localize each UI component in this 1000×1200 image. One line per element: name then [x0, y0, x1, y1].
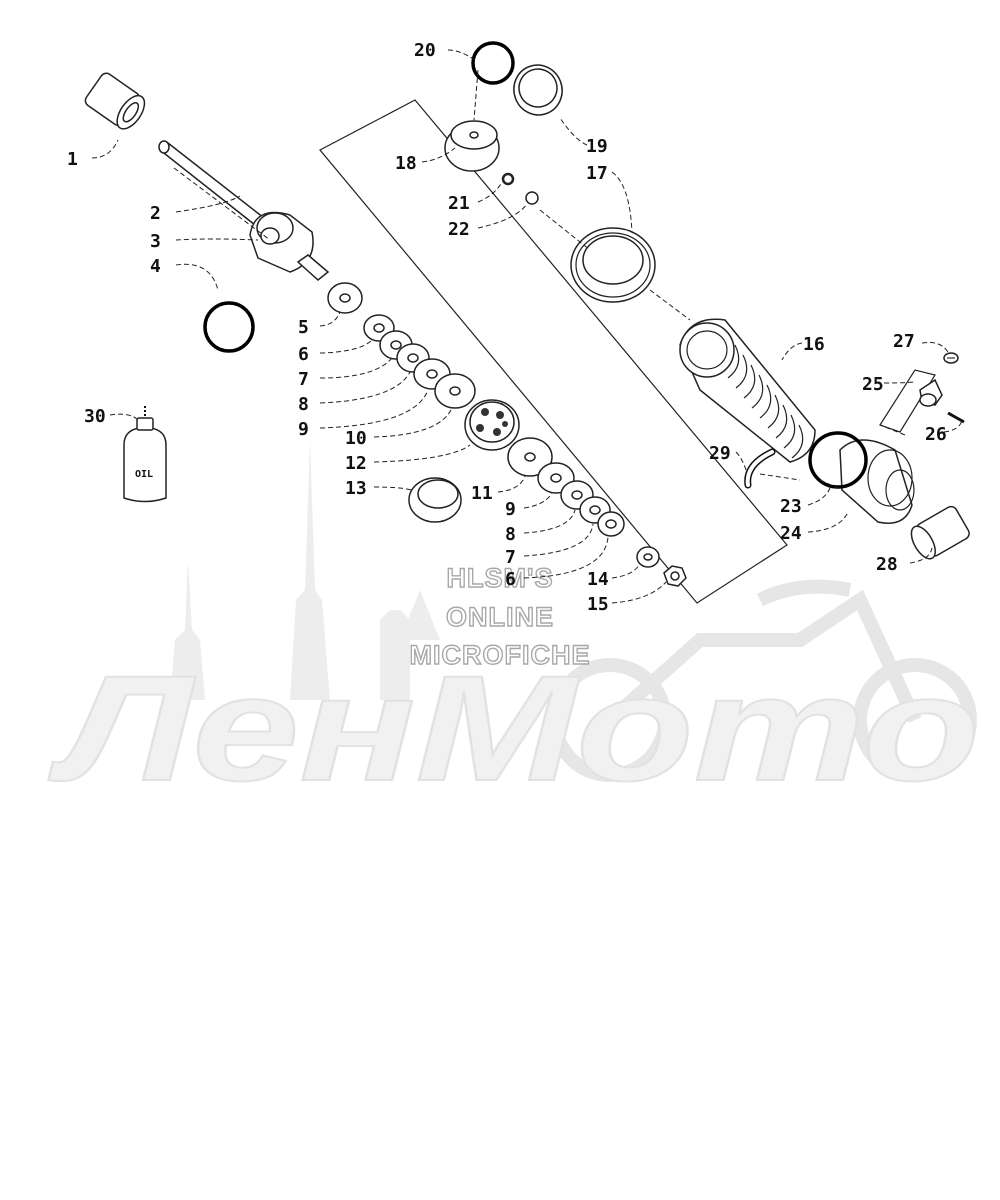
leader-lines	[91, 49, 963, 604]
callout-11: 11	[471, 483, 493, 504]
callout-9: 9	[298, 419, 309, 440]
part-22-check-ball	[525, 191, 539, 205]
callout-16: 16	[803, 334, 825, 355]
callout-6-lower: 6	[505, 569, 516, 590]
callout-5: 5	[298, 317, 309, 338]
callout-9-lower: 9	[505, 499, 516, 520]
callout-8: 8	[298, 394, 309, 415]
callout-2: 2	[150, 203, 161, 224]
part-11-washer	[507, 437, 553, 477]
part-3-eyelet	[249, 211, 330, 281]
part-15-nut	[663, 565, 687, 587]
assembly-outline	[319, 99, 788, 604]
callout-22: 22	[448, 219, 470, 240]
callout-4: 4	[150, 256, 161, 277]
part-26-pin	[947, 411, 965, 424]
center-lines	[173, 69, 906, 491]
callout-7-lower: 7	[505, 547, 516, 568]
callout-27: 27	[893, 331, 915, 352]
callout-12: 12	[345, 453, 367, 474]
callout-29: 29	[709, 443, 731, 464]
callout-3: 3	[150, 231, 161, 252]
callout-1: 1	[67, 149, 78, 170]
part-28-bushing	[910, 505, 970, 560]
callout-24: 24	[780, 523, 802, 544]
callout-6: 6	[298, 344, 309, 365]
callout-19: 19	[586, 136, 608, 157]
callout-25: 25	[862, 374, 884, 395]
watermark-line-2: ONLINE	[446, 602, 554, 632]
part-16-bellows	[679, 318, 816, 463]
watermark-logo-text: ЛенМото	[47, 644, 980, 812]
part-6-lower-shim	[597, 511, 625, 537]
part-18-reservoir-cap	[444, 120, 500, 172]
part-25-valve-body	[879, 369, 943, 433]
skyline-silhouette	[170, 440, 440, 700]
part-27-screw	[943, 352, 959, 364]
callout-15: 15	[587, 594, 609, 615]
callout-14: 14	[587, 569, 609, 590]
callout-23: 23	[780, 496, 802, 517]
callout-30: 30	[84, 406, 106, 427]
part-23-o-ring	[808, 431, 868, 489]
part-13-piston-band	[408, 477, 462, 523]
watermark-line-1: HLSM'S	[447, 563, 554, 593]
callout-13: 13	[345, 478, 367, 499]
motorcycle-silhouette	[548, 579, 977, 782]
part-30-oil-bottle: OIL	[123, 406, 167, 503]
callout-26: 26	[925, 424, 947, 445]
watermark-line-3: MICROFICHE	[410, 640, 591, 670]
part-4-o-ring	[203, 301, 255, 353]
part-10-shim	[434, 373, 476, 409]
part-1-bushing	[84, 72, 146, 130]
callout-numbers: 1 2 3 4 5 6 7 8 9 10 12 13 11 9 8 7 6 14…	[67, 40, 947, 615]
callout-8-lower: 8	[505, 524, 516, 545]
part-17-spring-retainer	[570, 227, 656, 303]
part-20-o-ring	[471, 41, 515, 85]
part-21-small-o-ring	[501, 172, 515, 186]
part-14-washer	[636, 546, 660, 568]
watermark: ЛенМото HLSM'S ONLINE MICROFICHE	[46, 440, 981, 813]
callout-7: 7	[298, 369, 309, 390]
callout-28: 28	[876, 554, 898, 575]
part-5-washer	[327, 282, 363, 314]
callout-21: 21	[448, 193, 470, 214]
part-19-band	[513, 64, 563, 116]
callout-17: 17	[586, 163, 608, 184]
callout-20: 20	[414, 40, 436, 61]
part-12-piston	[464, 399, 520, 451]
part-24-lower-body	[839, 439, 915, 524]
callout-18: 18	[395, 153, 417, 174]
oil-bottle-label: OIL	[135, 469, 153, 480]
callout-10: 10	[345, 428, 367, 449]
